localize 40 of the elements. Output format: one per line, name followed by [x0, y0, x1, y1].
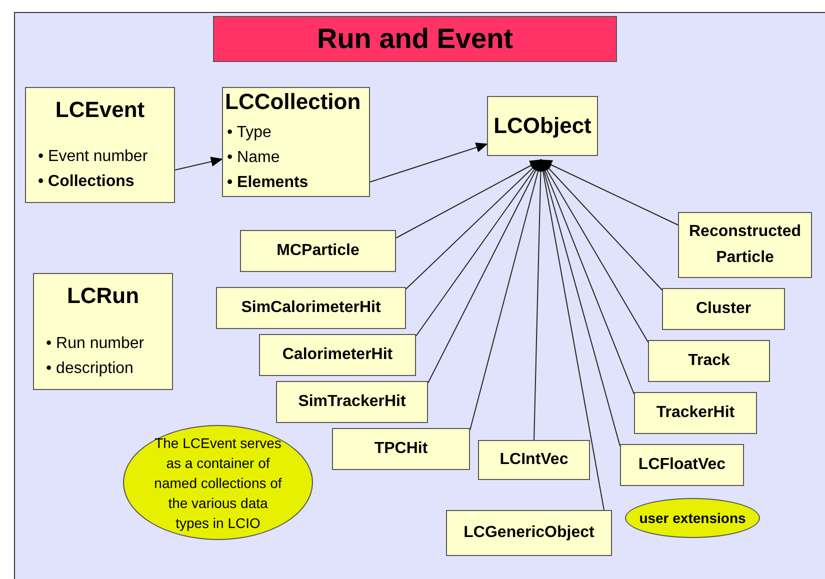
- arrow: [539, 159, 620, 446]
- arrow: [540, 160, 678, 226]
- arrow: [174, 156, 223, 170]
- class-box: TPCHit: [332, 428, 470, 470]
- arrow: [538, 159, 604, 510]
- arrow: [470, 159, 544, 430]
- class-box: Reconstructed Particle: [678, 212, 812, 278]
- arrow: [370, 142, 488, 182]
- class-box: LCFloatVec: [620, 444, 744, 486]
- class-box: [25, 87, 175, 203]
- attribute-item: • Collections: [38, 172, 134, 192]
- arrow: [428, 159, 542, 384]
- attribute-item: • description: [46, 359, 134, 379]
- class-box: SimCalorimeterHit: [216, 287, 406, 329]
- arrow: [416, 159, 542, 336]
- class-name: LCRun: [66, 282, 140, 310]
- title-banner: Run and Event: [213, 16, 617, 62]
- attribute-item: • Name: [227, 148, 280, 168]
- class-box: SimTrackerHit: [276, 381, 428, 423]
- attribute-item: • Elements: [227, 172, 308, 192]
- class-box: MCParticle: [240, 230, 396, 272]
- class-box: TrackerHit: [634, 392, 757, 434]
- arrow: [396, 160, 542, 238]
- class-box: LCIntVec: [478, 440, 590, 480]
- attribute-item: • Event number: [38, 147, 148, 167]
- class-box: [33, 273, 173, 390]
- arrow: [540, 159, 662, 290]
- arrow: [534, 159, 546, 440]
- class-box: [222, 87, 370, 197]
- class-box: LCGenericObject: [446, 510, 612, 556]
- class-name: LCCollection: [224, 88, 362, 116]
- arrow: [406, 159, 542, 290]
- class-box: Track: [648, 340, 770, 382]
- attribute-item: • Type: [227, 122, 272, 142]
- class-box: LCObject: [487, 96, 598, 156]
- attribute-item: • Run number: [46, 334, 144, 354]
- class-name: LCEvent: [54, 96, 146, 124]
- class-box: Cluster: [662, 288, 785, 330]
- class-box: CalorimeterHit: [259, 334, 416, 376]
- arrow: [540, 159, 648, 342]
